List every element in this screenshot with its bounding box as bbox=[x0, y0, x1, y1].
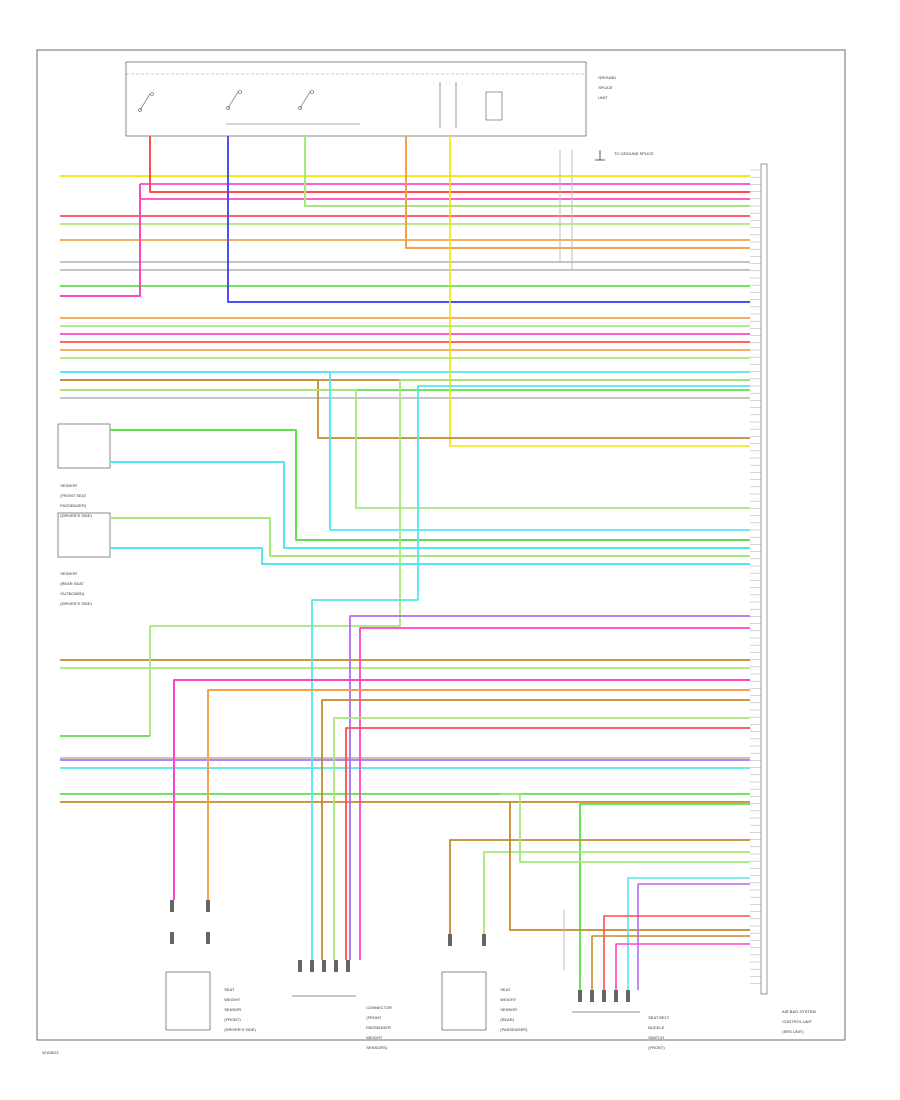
switch-symbols bbox=[138, 82, 503, 128]
wire-violet-58 bbox=[637, 883, 750, 990]
bottom-1-label: SEAT WEIGHT SENSOR (FRONT) (DRIVER'S SID… bbox=[222, 982, 256, 1032]
wire-orange-47 bbox=[207, 689, 750, 900]
wire-pink-34 bbox=[60, 184, 141, 297]
bottom-4-l4: (FRONT) bbox=[648, 1045, 665, 1050]
bottom-component-1 bbox=[165, 971, 211, 1031]
ground-symbol bbox=[595, 150, 605, 161]
sensor-box-1 bbox=[57, 423, 111, 469]
wire-lgreen-49 bbox=[333, 717, 750, 960]
wire-green-52 bbox=[579, 803, 750, 990]
bottom-4-label: SEAT BELT BUCKLE SWITCH (FRONT) bbox=[646, 1010, 669, 1050]
connector-pins bbox=[170, 900, 630, 1002]
module-label-3: (SRS UNIT) bbox=[782, 1029, 804, 1034]
pin-labels bbox=[750, 169, 761, 984]
bottom-2-l2: (FRONT bbox=[366, 1015, 382, 1020]
wire-pink-60 bbox=[615, 943, 750, 990]
wire-brown-39 bbox=[60, 379, 750, 439]
wire-violet-44 bbox=[349, 615, 750, 960]
bottom-4-l1: SEAT BELT bbox=[648, 1015, 670, 1020]
wires bbox=[60, 136, 750, 990]
module-label: AIR BAG SYSTEM CONTROL UNIT (SRS UNIT) bbox=[780, 1004, 816, 1034]
switch-unit-label: GROUND SPLICE UNIT bbox=[596, 70, 616, 100]
switch-unit-label-3: UNIT bbox=[598, 95, 608, 100]
bottom-1-l4: (FRONT) bbox=[224, 1017, 241, 1022]
wire-lgreen-54 bbox=[483, 851, 750, 934]
switch-unit-label-1: GROUND bbox=[598, 75, 617, 80]
bottom-3-l2: WEIGHT bbox=[500, 997, 517, 1002]
wire-cyan-41 bbox=[60, 371, 750, 531]
left-sensor-1-l4: (DRIVER'S SIDE) bbox=[60, 513, 92, 518]
wire-cyan-38 bbox=[110, 547, 750, 565]
bottom-4-l2: BUCKLE bbox=[648, 1025, 665, 1030]
wire-brown-53 bbox=[449, 839, 750, 934]
wire-lgreen-42 bbox=[149, 379, 750, 736]
bottom-component-3 bbox=[441, 971, 487, 1031]
wire-lgreen-40 bbox=[60, 389, 750, 509]
left-sensor-2-l1: SENSOR bbox=[60, 571, 78, 576]
left-sensor-2-label: SENSOR (REAR SEAT OUTBOARD) (DRIVER'S SI… bbox=[58, 566, 92, 606]
left-sensor-2-l4: (DRIVER'S SIDE) bbox=[60, 601, 92, 606]
wire-orange-30 bbox=[405, 136, 750, 249]
switch-unit-box bbox=[125, 61, 587, 137]
control-unit-connector bbox=[760, 163, 768, 995]
left-sensor-1-l3: PASSENGER) bbox=[60, 503, 87, 508]
bottom-1-l1: SEAT bbox=[224, 987, 235, 992]
module-label-2: CONTROL UNIT bbox=[782, 1019, 813, 1024]
module-label-1: AIR BAG SYSTEM bbox=[782, 1009, 816, 1014]
ground-note: TO GROUND SPLICE bbox=[612, 146, 654, 156]
wire-brown-55 bbox=[509, 802, 750, 931]
bottom-3-l5: (PASSENGER) bbox=[500, 1027, 528, 1032]
bottom-2-l5: SENSORS) bbox=[366, 1045, 388, 1050]
bottom-3-l3: SENSOR bbox=[500, 1007, 518, 1012]
bottom-4-l3: SWITCH bbox=[648, 1035, 665, 1040]
wire-lgreen-37 bbox=[110, 517, 750, 557]
ground-note-text: TO GROUND SPLICE bbox=[614, 151, 654, 156]
left-sensor-2-l3: OUTBOARD) bbox=[60, 591, 85, 596]
bottom-2-label: CONNECTOR (FRONT PASSENGER WEIGHT SENSOR… bbox=[364, 1000, 392, 1050]
wire-lgreen-29 bbox=[304, 136, 750, 207]
wire-red-27 bbox=[149, 136, 750, 193]
bottom-1-l3: SENSOR bbox=[224, 1007, 242, 1012]
bottom-1-l2: WEIGHT bbox=[224, 997, 241, 1002]
footer-code: W1D8D3 bbox=[40, 1045, 58, 1055]
wire-brown-61 bbox=[591, 935, 750, 990]
switch-unit-label-2: SPLICE bbox=[598, 85, 613, 90]
wire-cyan-43 bbox=[311, 385, 750, 960]
bottom-3-l1: SEAT bbox=[500, 987, 511, 992]
bottom-2-l3: PASSENGER bbox=[366, 1025, 391, 1030]
wire-pink-45 bbox=[359, 627, 750, 960]
left-sensor-1-label: SENSOR (FRONT SEAT PASSENGER) (DRIVER'S … bbox=[58, 478, 92, 518]
sensor-box-2 bbox=[57, 512, 111, 558]
wire-cyan-36 bbox=[110, 461, 750, 549]
bottom-2-l1: CONNECTOR bbox=[366, 1005, 392, 1010]
bottom-1-l5: (DRIVER'S SIDE) bbox=[224, 1027, 256, 1032]
wire-cyan-57 bbox=[627, 877, 750, 990]
wire-brown-48 bbox=[321, 699, 750, 960]
wire-red-59 bbox=[603, 915, 750, 990]
left-sensor-2-l2: (REAR SEAT bbox=[60, 581, 84, 586]
left-sensor-1-l1: SENSOR bbox=[60, 483, 78, 488]
wire-lgreen-56 bbox=[500, 793, 750, 863]
wire-blue-28 bbox=[227, 136, 750, 303]
bottom-2-l4: WEIGHT bbox=[366, 1035, 383, 1040]
wire-green-35 bbox=[110, 429, 750, 541]
wire-pink-46 bbox=[173, 679, 750, 900]
bottom-3-l4: (REAR) bbox=[500, 1017, 515, 1022]
wire-red-50 bbox=[345, 727, 750, 960]
diagram-frame bbox=[36, 49, 846, 1041]
left-sensor-1-l2: (FRONT SEAT bbox=[60, 493, 87, 498]
wire-yellow-31 bbox=[449, 136, 750, 447]
bottom-3-label: SEAT WEIGHT SENSOR (REAR) (PASSENGER) bbox=[498, 982, 528, 1032]
footer-code-text: W1D8D3 bbox=[42, 1050, 59, 1055]
